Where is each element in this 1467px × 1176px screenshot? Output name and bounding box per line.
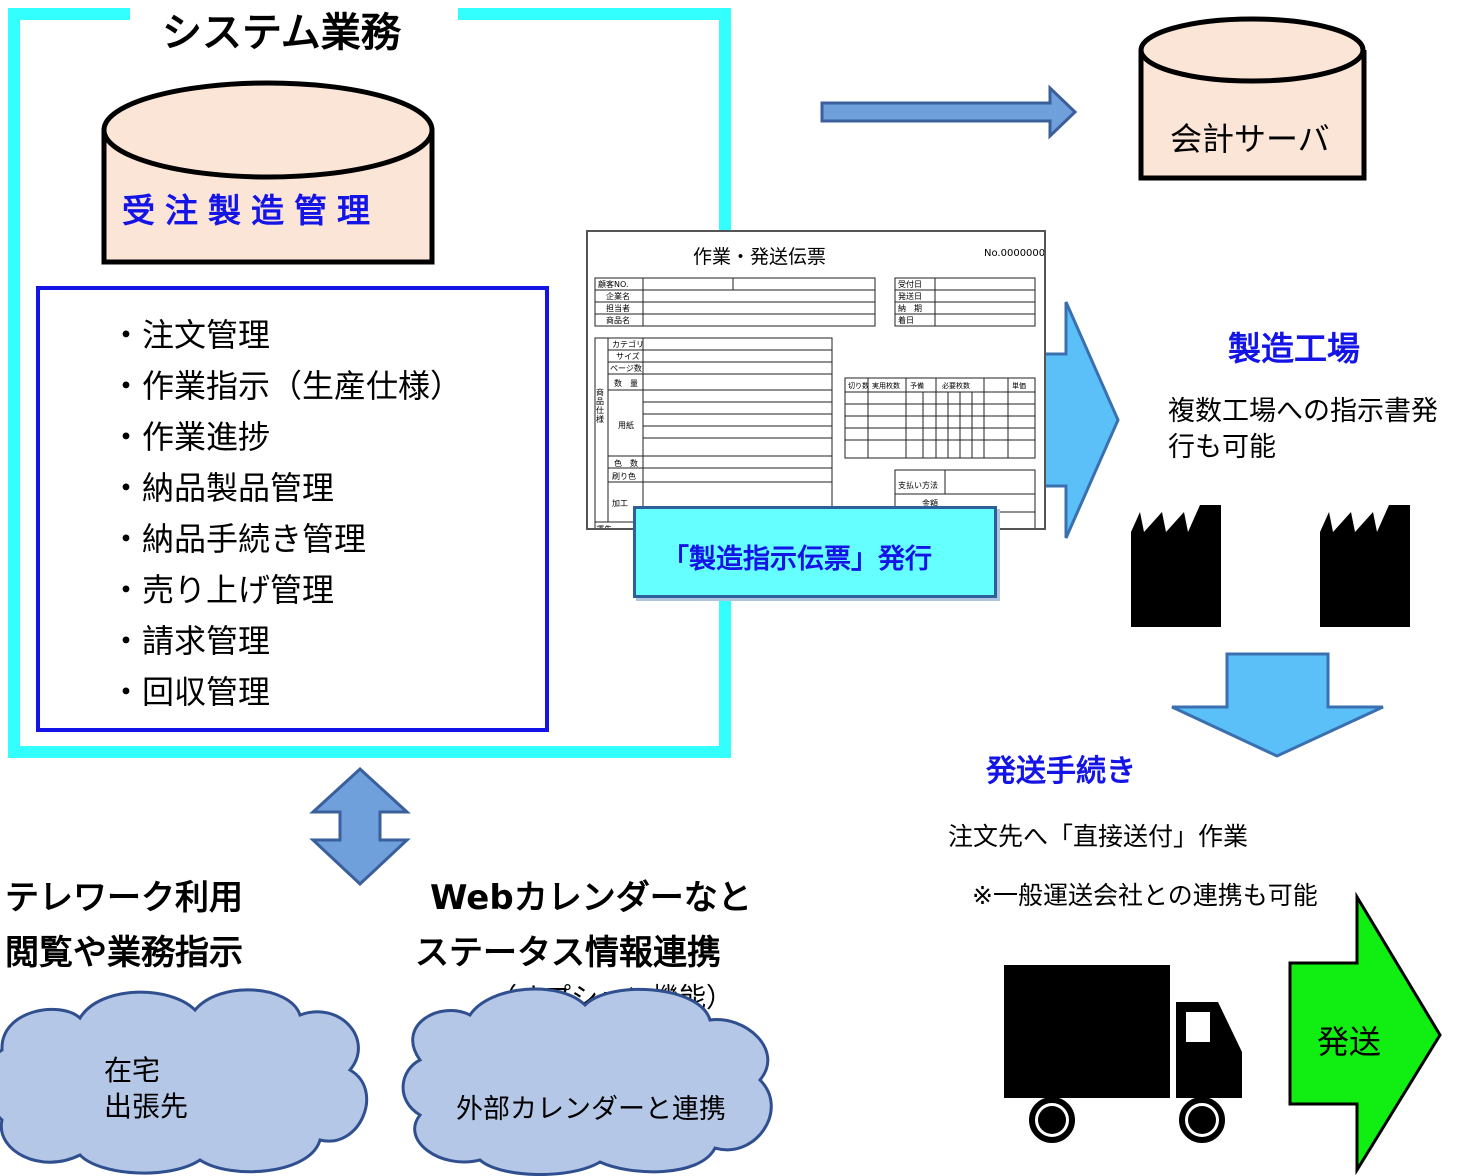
server-cylinder-icon [1138,16,1367,181]
feature-list-box [36,286,549,732]
factory-description: 行も可能 [1168,432,1276,463]
slip-header-right: 納 期 [898,304,922,313]
telework-cloud-text: 在宅 [104,1054,161,1087]
slip-spec-row: 色 数 [614,459,638,468]
telework-title: テレワーク利用 [5,878,243,918]
feature-item: ・注文管理 [110,316,271,354]
shipping-title: 発送手続き [986,754,1136,789]
system-title: システム業務 [162,10,401,56]
server-label: 会計サーバ [1170,120,1330,158]
slip-number: No.0000000 [984,248,1046,259]
slip-header-left: 担当者 [606,304,630,313]
feature-item: ・納品手続き管理 [110,520,367,558]
arrow-to-server-icon [820,84,1078,140]
factory-description: 複数工場への指示書発 [1168,396,1438,427]
slip-spec-row: カテゴリ [612,340,644,349]
slip-spec-row: 数 量 [614,379,638,388]
feature-item: ・作業進捗 [110,418,271,456]
slip-title: 作業・発送伝票 [693,246,827,268]
slip-table-header: 予備 [910,382,924,390]
slip-spec-row: サイズ [616,352,640,361]
calendar-cloud-text: 外部カレンダーと連携 [456,1094,726,1125]
slip-header-left: 商品名 [606,316,630,325]
order-db-label: 受注製造管理 [122,191,380,230]
shipping-note: ※一般運送会社との連携も可能 [972,881,1318,910]
slip-table-lines [594,277,1036,528]
factory-icon [1131,505,1221,627]
factory-title: 製造工場 [1228,329,1360,368]
calendar-title: ステータス情報連携 [415,933,721,973]
slip-table-header: 単価 [1012,382,1026,390]
slip-spec-row: 運先 [596,525,612,530]
slip-header-right: 発送日 [898,292,922,301]
telework-title: 閲覧や業務指示 [5,933,243,973]
slip-spec-row: ページ数 [610,364,642,373]
work-slip-document: 作業・発送伝票 No.0000000 顧客NO. 企業名 担当者 商 [586,230,1046,530]
slip-table-header: 実用枚数 [872,382,900,390]
slip-table-header: 切り数 [848,382,869,390]
slip-spec-vertical: 商品仕様 [596,388,604,424]
system-frame [8,8,731,758]
slip-spec-row: 用紙 [618,421,634,430]
telework-cloud-icon [0,988,369,1175]
arrow-down-icon [1171,652,1384,758]
feature-item: ・請求管理 [110,622,271,660]
order-db-cylinder-icon [101,80,435,265]
double-arrow-vertical-icon [309,766,411,887]
shipping-note: 注文先へ「直接送付」作業 [948,822,1249,851]
ship-arrow-label: 発送 [1317,1023,1382,1061]
slip-amount-label: 金額 [922,499,938,508]
calendar-cloud-icon [401,987,773,1176]
slip-issue-callout-text: 「製造指示伝票」発行 [662,544,932,575]
calendar-title: Webカレンダーなと [430,878,752,918]
feature-item: ・納品製品管理 [110,469,335,507]
feature-item: ・作業指示（生産仕様） [110,367,463,405]
slip-table-header: 必要枚数 [942,382,970,390]
factory-icon [1320,505,1410,627]
slip-header-right: 受付日 [898,280,922,289]
slip-header-left: 企業名 [606,292,630,301]
slip-header-left: 顧客NO. [598,280,629,289]
slip-spec-row: 加工 [612,499,628,508]
slip-payment-label: 支払い方法 [898,481,938,490]
telework-cloud-text: 出張先 [104,1090,189,1123]
slip-spec-row: 刷り色 [612,472,636,481]
feature-item: ・売り上げ管理 [110,571,335,609]
slip-header-right: 着日 [898,316,914,325]
feature-item: ・回収管理 [110,673,271,711]
slip-issue-callout [633,506,997,598]
